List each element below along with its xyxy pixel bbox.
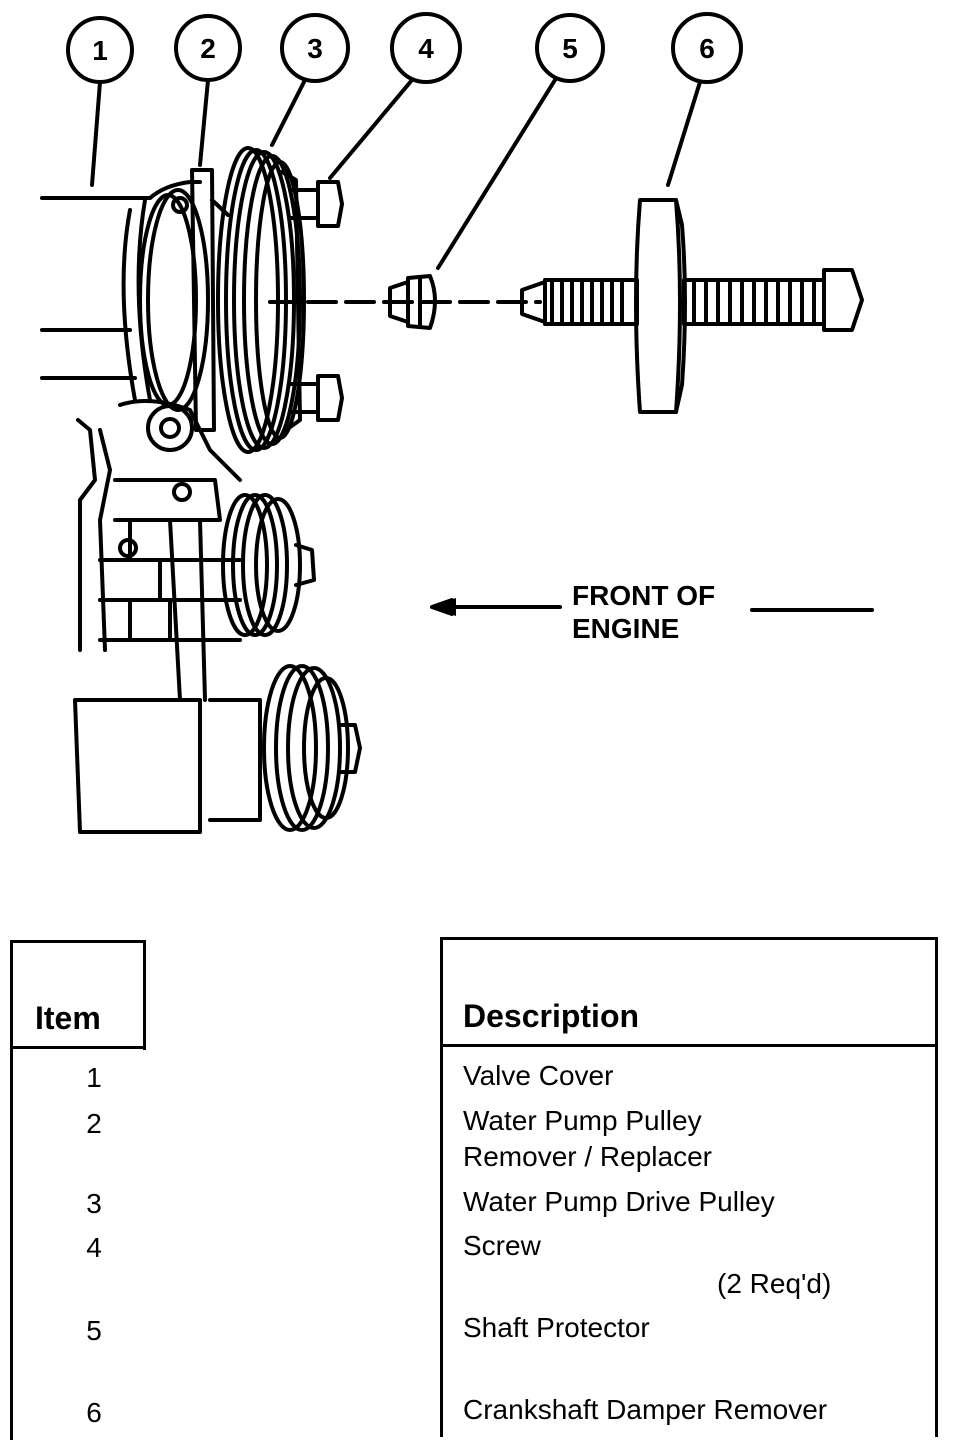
accessory-pulley-upper [221, 493, 316, 637]
front-of-engine-label-line1: FRONT OF [572, 580, 715, 611]
item-col-left-border [10, 940, 13, 1440]
item-header: Item [35, 1000, 101, 1036]
callout-1 [66, 16, 134, 187]
description-5: Shaft Protector [463, 1312, 650, 1343]
engine-block [73, 399, 262, 834]
shaft-protector [388, 274, 437, 330]
callout-4 [328, 12, 462, 180]
callout-label-1: 1 [92, 35, 108, 66]
item-col-right-border [143, 940, 146, 1050]
description-3: Water Pump Drive Pulley [463, 1186, 775, 1217]
description-header: Description [463, 998, 640, 1034]
item-number-1: 1 [86, 1062, 102, 1093]
item-number-6: 6 [86, 1397, 102, 1428]
callout-5 [436, 13, 605, 270]
desc-header-divider [440, 1044, 938, 1047]
callout-label-4: 4 [418, 33, 434, 64]
callout-label-6: 6 [699, 33, 715, 64]
description-2-line1: Water Pump Pulley [463, 1105, 702, 1136]
callout-3 [270, 13, 350, 147]
desc-col-right-border [935, 937, 938, 1437]
crankshaft-damper-remover [520, 198, 864, 414]
item-number-2: 2 [86, 1108, 102, 1139]
engine-pulley-diagram: 1 2 3 4 5 6 FRONT OF ENGINE [40, 12, 874, 834]
desc-col-top-border [440, 937, 938, 940]
description-4-line1: Screw [463, 1230, 541, 1261]
accessory-pulley-lower [262, 664, 362, 832]
description-2-line2: Remover / Replacer [463, 1141, 712, 1172]
front-of-engine-label-line2: ENGINE [572, 613, 679, 644]
screw-lower [288, 374, 344, 422]
valve-cover [40, 180, 210, 412]
callout-2 [174, 14, 242, 167]
item-number-4: 4 [86, 1232, 102, 1263]
description-1: Valve Cover [463, 1060, 614, 1091]
screw-upper [288, 180, 344, 228]
callout-label-2: 2 [200, 33, 216, 64]
item-number-3: 3 [86, 1188, 102, 1219]
description-4-line2: (2 Req'd) [717, 1268, 832, 1299]
description-6: Crankshaft Damper Remover [463, 1394, 828, 1425]
item-header-divider [10, 1046, 146, 1049]
item-number-5: 5 [86, 1315, 102, 1346]
callout-label-5: 5 [562, 33, 578, 64]
item-col-top-border [10, 940, 145, 943]
desc-col-left-border [440, 937, 443, 1437]
callout-6 [666, 12, 743, 187]
callout-label-3: 3 [307, 33, 323, 64]
